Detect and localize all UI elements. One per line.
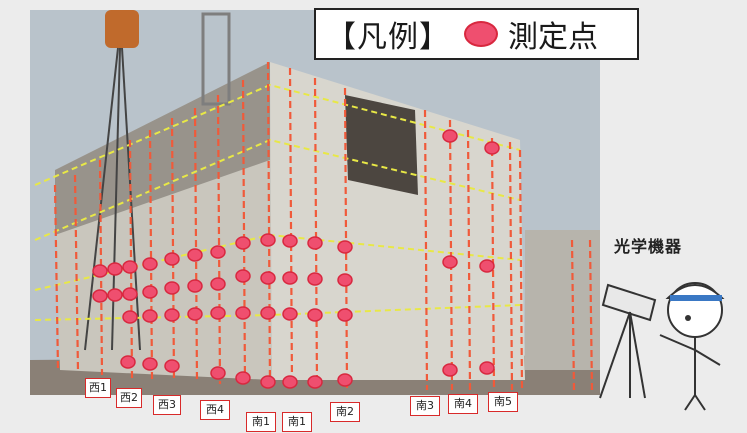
damaged-opening (345, 95, 418, 195)
south-wall (270, 62, 525, 380)
instrument-label: 光学機器 (614, 237, 683, 256)
measurement-points (92, 129, 500, 389)
line-label: 南1 (282, 412, 312, 432)
line-label: 西2 (116, 388, 142, 408)
guide-lines (53, 61, 594, 393)
measurement-point-marker (464, 21, 498, 47)
line-label: 南2 (330, 402, 360, 422)
legend-box: 【凡例】 測定点 (314, 8, 639, 60)
optical-instrument-illustration (599, 282, 725, 411)
line-label: 南4 (448, 394, 478, 414)
line-label: 西3 (153, 395, 181, 415)
line-label: 南5 (488, 392, 518, 412)
legend-title: 【凡例】 (326, 20, 450, 55)
line-label: 西1 (85, 378, 111, 398)
line-label: 西4 (200, 400, 230, 420)
crane-tower (201, 12, 231, 106)
legend-marker-label: 測定点 (508, 20, 598, 55)
line-label: 南1 (246, 412, 276, 432)
crane-hook (105, 10, 139, 48)
side-area (600, 0, 747, 433)
side-building (525, 230, 600, 370)
line-label: 南3 (410, 396, 440, 416)
